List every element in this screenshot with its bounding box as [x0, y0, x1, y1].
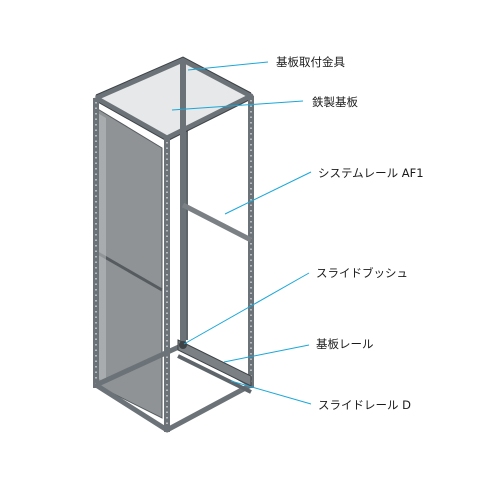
label-system-rail: システムレール AF1 — [318, 166, 424, 180]
leader-lines — [171, 61, 312, 405]
label-slide-bush: スライドブッシュ — [316, 266, 408, 280]
label-mounting-bracket: 基板取付金具 — [276, 55, 345, 69]
slide-bush — [179, 341, 187, 349]
slide-rail — [177, 354, 252, 394]
label-plate-rail: 基板レール — [316, 337, 374, 351]
label-steel-plate: 鉄製基板 — [312, 95, 358, 109]
label-slide-rail: スライドレール D — [318, 398, 412, 412]
system-rail-af1 — [181, 202, 253, 243]
plate-rail — [177, 339, 252, 387]
